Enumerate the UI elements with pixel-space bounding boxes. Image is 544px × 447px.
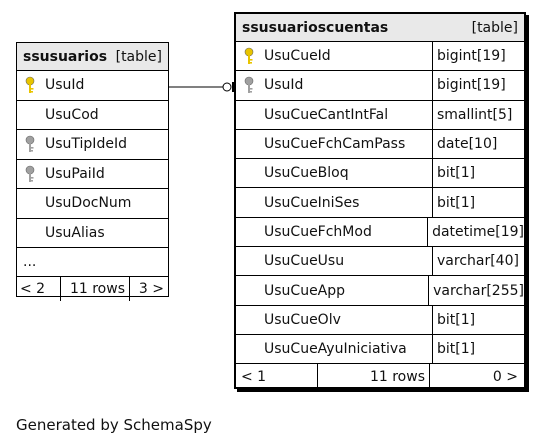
- column-name: UsuPaiId: [45, 165, 105, 182]
- primary-key-icon: [25, 76, 35, 94]
- column-name: UsuCueCantIntFal: [264, 106, 389, 123]
- column-name: UsuCueFchCamPass: [264, 136, 406, 153]
- column-type: varchar[255]: [428, 276, 524, 305]
- generated-by-caption: Generated by SchemaSpy: [16, 416, 212, 434]
- column-name: UsuCueOlv: [264, 311, 341, 328]
- column-row[interactable]: UsuPaiId: [17, 160, 168, 189]
- column-type: datetime[19]: [427, 217, 524, 247]
- column-row[interactable]: UsuDocNum: [17, 189, 168, 219]
- column-type: bigint[19]: [432, 71, 506, 100]
- next-relations-link[interactable]: 3 >: [138, 281, 164, 297]
- table-kind: [table]: [115, 48, 162, 65]
- column-name: UsuCueApp: [264, 282, 346, 299]
- primary-key-icon: [244, 47, 254, 65]
- column-type: bit[1]: [432, 305, 475, 334]
- column-row[interactable]: UsuCueAyuIniciativa bit[1]: [236, 334, 524, 365]
- table-footer: < 2 11 rows 3 >: [17, 277, 168, 301]
- column-name: UsuCueBloq: [264, 165, 349, 182]
- column-row[interactable]: UsuAlias: [17, 219, 168, 248]
- column-name: UsuDocNum: [45, 195, 132, 212]
- column-row[interactable]: UsuCueOlv bit[1]: [236, 305, 524, 335]
- table-header: ssusuarioscuentas [table]: [236, 14, 524, 42]
- column-row[interactable]: UsuCueUsu varchar[40]: [236, 247, 524, 277]
- column-type: date[10]: [432, 129, 497, 159]
- column-row[interactable]: UsuCod: [17, 101, 168, 130]
- column-row[interactable]: UsuCueBloq bit[1]: [236, 159, 524, 189]
- table-footer: < 1 11 rows 0 >: [236, 364, 524, 391]
- column-row[interactable]: UsuCueId bigint[19]: [236, 42, 524, 72]
- column-row[interactable]: UsuId: [17, 71, 168, 101]
- column-type: bit[1]: [432, 334, 475, 364]
- prev-relations-link[interactable]: < 1: [236, 364, 318, 391]
- column-name: UsuId: [264, 77, 304, 94]
- column-name: UsuCueAyuIniciativa: [264, 341, 407, 358]
- column-name: UsuCueFchMod: [264, 223, 372, 240]
- column-name: UsuTipIdeId: [45, 136, 127, 153]
- relationship-optional-marker: [222, 82, 232, 92]
- column-name: UsuAlias: [45, 224, 105, 241]
- column-row[interactable]: UsuCueIniSes bit[1]: [236, 188, 524, 218]
- column-type: bigint[19]: [432, 42, 506, 71]
- column-name: UsuId: [45, 77, 85, 94]
- next-relations-link[interactable]: 0 >: [492, 369, 518, 386]
- column-row[interactable]: UsuCueFchCamPass date[10]: [236, 129, 524, 160]
- foreign-key-icon: [244, 77, 254, 94]
- row-count: 11 rows: [61, 277, 130, 301]
- table-header: ssusuarios [table]: [17, 43, 168, 71]
- table-kind: [table]: [471, 19, 518, 36]
- foreign-key-icon: [25, 165, 35, 182]
- column-type: smallint[5]: [432, 100, 512, 129]
- column-row[interactable]: UsuCueCantIntFal smallint[5]: [236, 100, 524, 130]
- column-row[interactable]: UsuCueFchMod datetime[19]: [236, 217, 524, 248]
- row-count: 11 rows: [318, 364, 430, 391]
- foreign-key-icon: [25, 135, 35, 153]
- column-row[interactable]: UsuId bigint[19]: [236, 71, 524, 101]
- column-type: varchar[40]: [432, 247, 519, 276]
- column-row[interactable]: UsuTipIdeId: [17, 130, 168, 160]
- more-rows-indicator: ...: [17, 248, 168, 277]
- column-type: bit[1]: [432, 188, 475, 217]
- column-name: UsuCueIniSes: [264, 194, 360, 211]
- table-ssusuarioscuentas[interactable]: ssusuarioscuentas [table] UsuCueId bigint…: [234, 12, 526, 391]
- column-type: bit[1]: [432, 159, 475, 188]
- column-name: UsuCueUsu: [264, 253, 345, 270]
- column-name: UsuCod: [45, 106, 99, 123]
- table-name[interactable]: ssusuarioscuentas: [242, 19, 389, 36]
- prev-relations-link[interactable]: < 2: [17, 277, 61, 301]
- column-row[interactable]: UsuCueApp varchar[255]: [236, 276, 524, 306]
- column-name: UsuCueId: [264, 48, 331, 65]
- table-name[interactable]: ssusuarios: [23, 48, 108, 65]
